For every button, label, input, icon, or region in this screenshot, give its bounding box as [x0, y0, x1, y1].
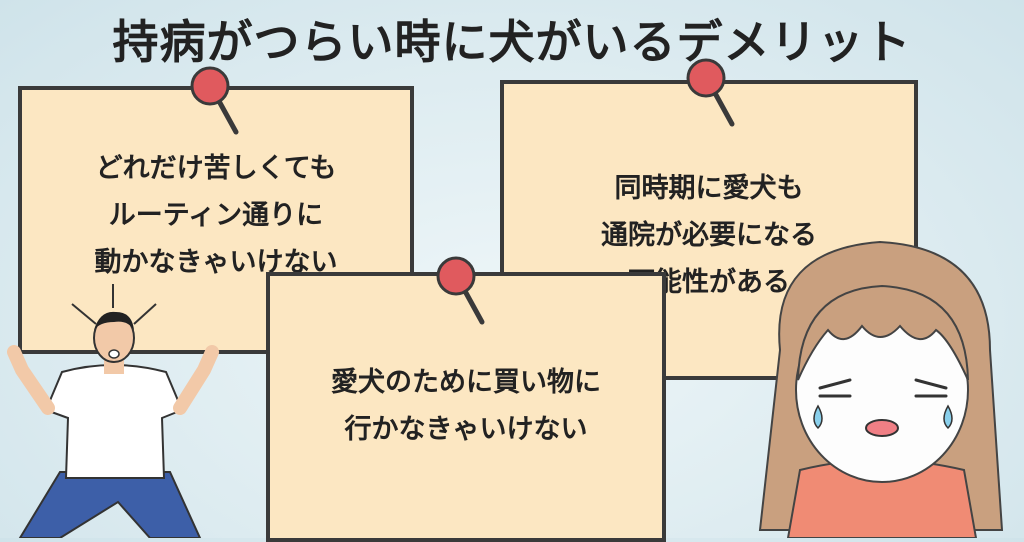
note-text: 同時期に愛犬も 通院が必要になる 可能性がある [601, 172, 817, 298]
push-pin-icon [436, 256, 485, 325]
page-title: 持病がつらい時に犬がいるデメリット [112, 15, 912, 69]
distressed-man-illustration [7, 284, 219, 538]
sticky-note-shopping: 愛犬のために買い物に 行かなきゃいけない [266, 272, 666, 542]
note-text: 愛犬のために買い物に 行かなきゃいけない [331, 367, 601, 445]
note-text: どれだけ苦しくても ルーティン通りに 動かなきゃいけない [94, 152, 338, 278]
push-pin-icon [686, 58, 735, 127]
push-pin-icon [190, 66, 239, 135]
crying-woman-illustration [758, 240, 1004, 538]
sticky-note-routine: どれだけ苦しくても ルーティン通りに 動かなきゃいけない [18, 86, 414, 354]
